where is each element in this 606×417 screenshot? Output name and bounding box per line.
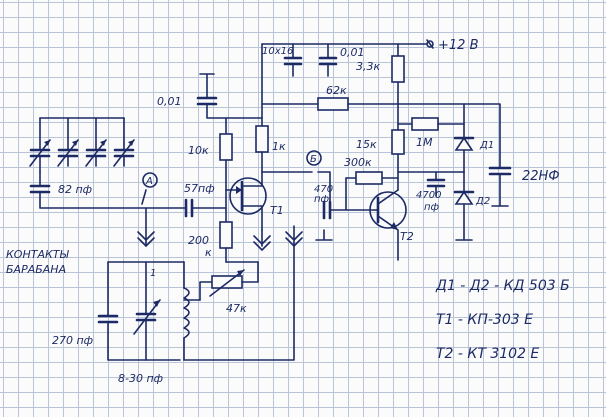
r-3k3-label: 3,3к bbox=[356, 60, 380, 73]
legend-t1: T1 - КП-303 Е bbox=[436, 312, 533, 328]
d2-label: Д2 bbox=[475, 196, 490, 207]
coil-mark-top: 1 bbox=[150, 268, 156, 279]
potentiometer-47k: 47к bbox=[199, 261, 259, 315]
c-470pf-label-b: пф bbox=[314, 194, 330, 205]
capacitor-001-top: 0,01 bbox=[318, 43, 365, 77]
r-1k-label: 1к bbox=[272, 140, 286, 153]
diode-d1: Д1 bbox=[397, 103, 494, 173]
r-200k-label-a: 200 bbox=[188, 234, 209, 247]
resistor-15k: 15к bbox=[356, 103, 405, 191]
trimmer-capacitor-bank: 82 пф bbox=[29, 117, 187, 209]
r-300k-label: 300к bbox=[344, 156, 372, 169]
drum-contacts: КОНТАКТЫ БАРАБАНА bbox=[6, 207, 303, 276]
r-62k-label: 62к bbox=[326, 84, 347, 97]
c-4700pf-label-a: 4700 bbox=[416, 190, 441, 201]
t1-label: T1 bbox=[270, 204, 284, 217]
t2-label: T2 bbox=[400, 230, 414, 243]
test-point-b: Б bbox=[261, 150, 322, 173]
test-point-a: A bbox=[141, 172, 158, 205]
c-82pf-label: 82 пф bbox=[58, 183, 92, 196]
resistor-1m: 1М bbox=[397, 117, 465, 149]
r-47k-label: 47к bbox=[226, 302, 247, 315]
c-4700pf-label-b: пф bbox=[424, 202, 440, 213]
c-270pf-label: 270 пф bbox=[52, 334, 93, 347]
c-001-top-label: 0,01 bbox=[340, 46, 365, 59]
transistor-t2: T2 bbox=[369, 189, 414, 261]
capacitor-22nf: 22НФ bbox=[435, 103, 560, 207]
capacitor-57pf: 57пф bbox=[184, 182, 227, 218]
capacitor-4700pf: 4700 пф bbox=[397, 171, 446, 213]
r-200k-label-b: к bbox=[205, 246, 212, 259]
resistor-1k: 1к bbox=[255, 125, 286, 173]
point-a-label: A bbox=[145, 176, 153, 187]
c-57pf-label: 57пф bbox=[184, 182, 215, 195]
capacitor-001-left: 0,01 bbox=[157, 73, 263, 119]
transistor-t1: T1 bbox=[225, 171, 284, 231]
r-10k-label: 10к bbox=[188, 144, 209, 157]
c-001-left-label: 0,01 bbox=[157, 95, 182, 108]
supply-rail: +12 В bbox=[261, 38, 479, 53]
resistor-62k: 62к bbox=[261, 84, 399, 111]
c-22nf-label: 22НФ bbox=[522, 169, 560, 184]
c-470pf-label-a: 470 bbox=[314, 184, 333, 195]
resistor-300k: 300к bbox=[344, 156, 399, 211]
drum-contacts-label-2: БАРАБАНА bbox=[6, 263, 66, 276]
lc-tank: 270 пф 8-30 пф 1 bbox=[52, 243, 295, 385]
resistor-3k3: 3,3к bbox=[356, 43, 405, 105]
r-1m-label: 1М bbox=[416, 136, 433, 149]
resistor-200k: 200 к bbox=[188, 207, 233, 263]
legend-t2: T2 - КТ 3102 Е bbox=[436, 346, 539, 362]
legend-diodes: Д1 - Д2 - КД 503 Б bbox=[435, 278, 570, 294]
component-legend: Д1 - Д2 - КД 503 Б T1 - КП-303 Е T2 - КТ… bbox=[435, 278, 570, 362]
supply-label: +12 В bbox=[438, 38, 479, 53]
diode-d2: Д2 bbox=[453, 171, 490, 241]
drum-contacts-label-1: КОНТАКТЫ bbox=[6, 248, 70, 261]
capacitor-10x16: 10x16 bbox=[262, 43, 303, 77]
r-15k-label: 15к bbox=[356, 138, 377, 151]
capacitor-470pf: 470 пф bbox=[314, 171, 377, 241]
c-trim-label: 8-30 пф bbox=[118, 372, 163, 385]
point-b-label: Б bbox=[310, 154, 317, 165]
resistor-10k: 10к bbox=[188, 117, 233, 191]
c-elec-label: 10x16 bbox=[262, 46, 293, 57]
d1-label: Д1 bbox=[479, 140, 494, 151]
